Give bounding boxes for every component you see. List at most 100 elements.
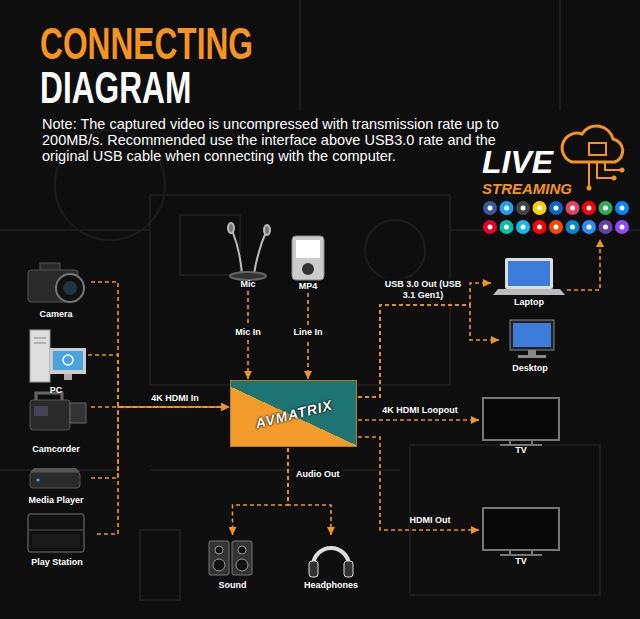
social-icons xyxy=(488,225,493,230)
social-icons xyxy=(533,220,547,234)
media-player-icon xyxy=(37,479,40,482)
desktop-icon xyxy=(510,320,554,358)
social-icons xyxy=(537,225,542,230)
playstation-icon xyxy=(32,534,80,548)
social-icons xyxy=(549,220,563,234)
laptop-icon xyxy=(493,258,565,295)
audio-output: Sound xyxy=(205,536,260,591)
laptop-icon xyxy=(508,261,550,286)
live-streaming-logo xyxy=(620,168,625,173)
social-icons xyxy=(587,225,592,230)
laptop-icon xyxy=(493,289,565,295)
playstation-icon xyxy=(28,514,84,552)
node-label: Media Player xyxy=(28,495,83,506)
node-label: Mic xyxy=(240,279,255,290)
tv-icon xyxy=(483,508,559,550)
microphone-icon xyxy=(254,232,266,274)
camcorder-icon xyxy=(34,406,48,416)
connector-line xyxy=(91,282,229,407)
social-icons xyxy=(615,220,629,234)
social-icons xyxy=(620,225,625,230)
display: TV xyxy=(480,394,562,456)
node-label: Desktop xyxy=(512,363,548,374)
live-streaming-logo xyxy=(589,143,606,155)
display: TV xyxy=(480,504,562,567)
microphone-icon xyxy=(232,230,242,274)
social-icons xyxy=(488,206,493,211)
social-icons xyxy=(521,206,526,211)
connector-line xyxy=(358,419,479,421)
node-label: Play Station xyxy=(31,557,83,568)
camera-icon xyxy=(56,274,84,302)
connector-line xyxy=(567,239,600,290)
streaming-logo: LIVE STREAMING xyxy=(480,122,628,238)
social-icons xyxy=(504,225,509,230)
tv-icon xyxy=(483,398,559,440)
node-label: LIVE STREAMING xyxy=(482,144,582,197)
pc-icon xyxy=(64,374,72,380)
connector-line xyxy=(288,448,331,535)
node-label: TV xyxy=(515,556,527,567)
source-device: PC xyxy=(25,326,87,396)
motherboard-pattern xyxy=(0,0,640,600)
source-device: Play Station xyxy=(18,512,96,568)
speaker-icon xyxy=(209,541,229,575)
headphones-icon xyxy=(344,561,353,577)
pc-icon xyxy=(63,355,73,365)
playstation-icon xyxy=(28,514,84,552)
camcorder-icon xyxy=(30,393,86,430)
speaker-icon xyxy=(232,541,252,575)
media-player-icon xyxy=(30,468,80,472)
tv-icon xyxy=(483,398,559,555)
social-icons xyxy=(599,220,613,234)
playstation-icon xyxy=(28,530,84,531)
social-icons xyxy=(500,201,514,215)
media-player-icon xyxy=(30,472,80,488)
computer: Desktop xyxy=(500,318,560,374)
headphones-icon xyxy=(309,561,318,577)
pc-icon xyxy=(53,351,83,370)
edge-label: 4K HDMI Loopout xyxy=(380,404,460,417)
social-icons xyxy=(570,206,575,211)
node-label: TV xyxy=(515,445,527,456)
speaker-icon xyxy=(236,559,248,571)
speaker-icon xyxy=(215,546,223,554)
camcorder-icon xyxy=(70,403,86,423)
speaker-icon xyxy=(213,559,225,571)
motherboard-pattern xyxy=(140,530,180,600)
live-streaming-logo xyxy=(587,186,592,191)
node-label: Laptop xyxy=(514,297,544,308)
connector-line xyxy=(97,407,229,534)
source-device: Camcorder xyxy=(22,388,90,455)
social-icons xyxy=(615,201,629,215)
social-icons xyxy=(554,206,559,211)
laptop-icon xyxy=(505,258,553,289)
desktop-icon xyxy=(518,355,546,358)
edge-label: Audio Out xyxy=(294,468,342,481)
desktop-icon xyxy=(513,323,551,347)
tv-icon xyxy=(500,550,542,555)
audio-source: MP4 xyxy=(287,230,329,292)
audio-output: Headphones xyxy=(300,536,362,591)
desktop-icon xyxy=(510,320,554,350)
social-icons xyxy=(483,201,629,234)
social-icons xyxy=(566,220,580,234)
node-label: MP4 xyxy=(299,281,318,292)
social-icons xyxy=(483,220,497,234)
diagram-title: CONNECTING DIAGRAM xyxy=(40,22,263,110)
audio-source: Mic xyxy=(222,222,274,290)
node-label: AVMATRIX xyxy=(253,396,334,431)
speaker-icon xyxy=(209,541,252,575)
camcorder-icon xyxy=(30,400,70,430)
social-icons xyxy=(554,225,559,230)
pc-icon xyxy=(34,338,46,343)
social-icons xyxy=(483,201,497,215)
social-icons xyxy=(488,206,625,230)
live-streaming-logo xyxy=(589,162,620,186)
connector-line xyxy=(358,437,479,530)
social-icons xyxy=(533,201,547,215)
computer: Laptop xyxy=(492,255,566,308)
mp4-player-icon xyxy=(296,240,320,258)
